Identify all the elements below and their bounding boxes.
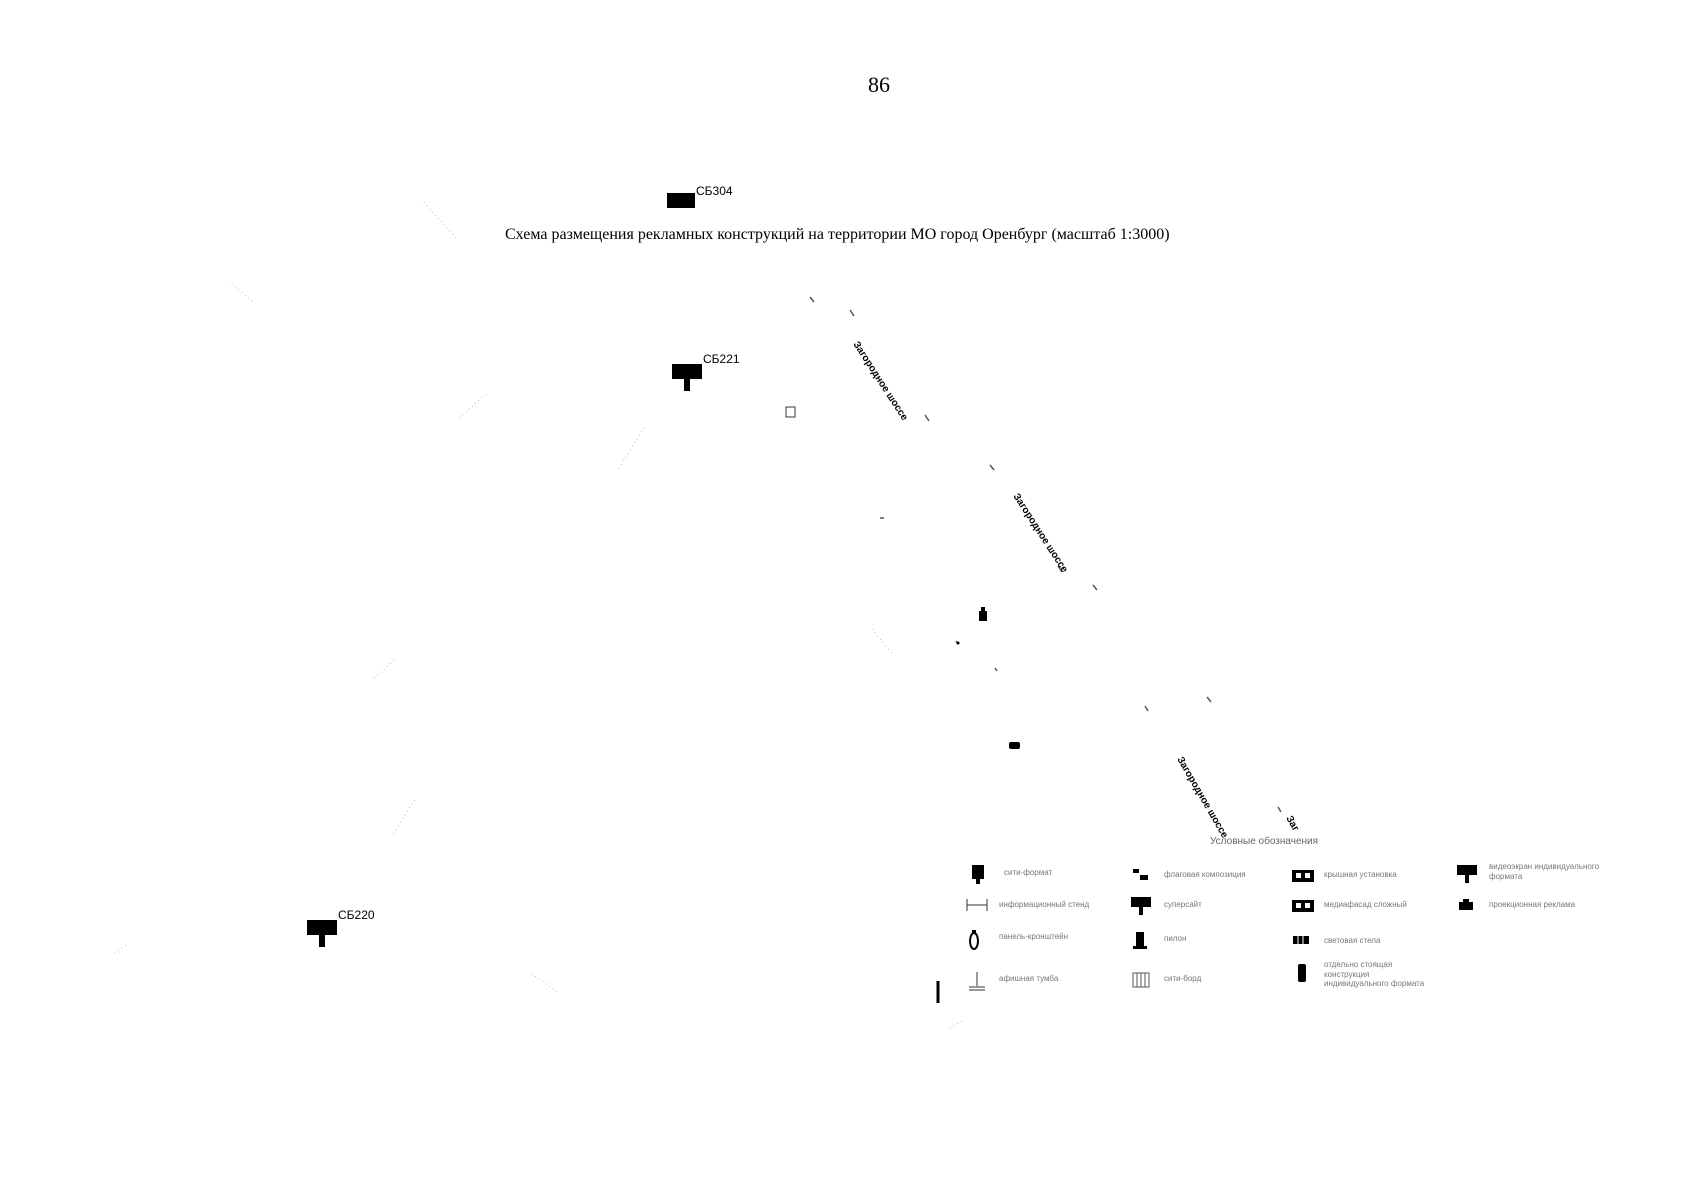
- info-stand-marker: [785, 406, 796, 418]
- flag-composition-icon: [1130, 866, 1156, 884]
- road-label-zagorodnoe-1: Загородное шоссе: [850, 340, 910, 423]
- legend-item: сити-борд: [1130, 970, 1201, 988]
- legend-item: панель-кронштейн: [965, 928, 1068, 950]
- video-screen-icon: [1455, 863, 1481, 883]
- minor-road-label: · · · · · · · · · · · ·: [616, 425, 648, 471]
- city-format-icon: [970, 864, 996, 884]
- legend-item: информационный стенд: [965, 896, 1089, 914]
- flag-marker: [1009, 742, 1020, 749]
- pylon-icon: [1130, 930, 1156, 949]
- minor-road-label: · · · · · · ·: [372, 658, 397, 682]
- minor-road-label: · · · · · · · · · ·: [391, 798, 419, 836]
- sign-label-sb221: СБ221: [703, 352, 740, 366]
- point-marker: [956, 641, 960, 645]
- minor-road-label: · · · · · · · · · · · ·: [421, 200, 459, 241]
- misc-map-symbols: [785, 406, 1020, 1003]
- legend-title: Условные обозначения: [1210, 836, 1319, 847]
- roof-installation-icon: [1290, 866, 1316, 884]
- legend-item: отдельно стоящая конструкция индивидуаль…: [1290, 960, 1434, 989]
- road-label-zagorodnoe-partial: Заг: [1283, 814, 1301, 833]
- minor-road-label: · · · · · · ·: [229, 281, 255, 304]
- sign-label-sb220: СБ220: [338, 908, 375, 922]
- pylon-marker: [979, 607, 987, 621]
- legend-item: пилон: [1130, 930, 1186, 949]
- minor-road-label: · · · ·: [112, 942, 128, 956]
- panel-bracket-icon: [965, 928, 991, 950]
- minor-road-label: · · · · · · · ·: [529, 971, 559, 995]
- supersite-icon: [1130, 896, 1156, 915]
- poster-column-icon: [965, 970, 991, 991]
- minor-road-label: · · · · · · · ·: [868, 627, 894, 656]
- road-label-zagorodnoe-3: Загородное шоссе: [1174, 755, 1230, 840]
- projection-ad-icon: [1455, 896, 1481, 914]
- legend-item: афишная тумба: [965, 970, 1058, 991]
- legend-item: сити-формат: [970, 864, 1052, 884]
- sign-label-sb304: СБ304: [696, 184, 733, 198]
- minor-road-label: · · · · · · · · ·: [457, 392, 489, 422]
- individual-format-icon: [1290, 962, 1316, 986]
- legend-item: флаговая композиция: [1130, 866, 1246, 884]
- legend-item: видеоэкран индивидуального формата: [1455, 862, 1609, 883]
- info-stand-icon: [965, 896, 991, 914]
- road-label-zagorodnoe-2: Загородное шоссе: [1010, 492, 1070, 575]
- map-title: Схема размещения рекламных конструкций н…: [505, 226, 1170, 243]
- minor-road-labels: · · · · · · · · · · · · · · · · · · · · …: [112, 200, 964, 1032]
- legend-item: медиафасад сложный: [1290, 896, 1407, 914]
- page-number: 86: [868, 72, 890, 97]
- legend-item: проекционная реклама: [1455, 896, 1575, 914]
- minor-road-label: · · · ·: [948, 1018, 965, 1032]
- sign-sb304[interactable]: СБ304: [667, 184, 733, 208]
- legend-item: суперсайт: [1130, 896, 1202, 915]
- legend-item: световая стела: [1290, 932, 1380, 950]
- city-board-icon: [1130, 970, 1156, 988]
- sign-sb220[interactable]: СБ220: [307, 908, 375, 947]
- legend-item: крышная установка: [1290, 866, 1397, 884]
- media-facade-icon: [1290, 896, 1316, 914]
- sign-sb221[interactable]: СБ221: [672, 352, 740, 391]
- light-stela-icon: [1290, 932, 1316, 950]
